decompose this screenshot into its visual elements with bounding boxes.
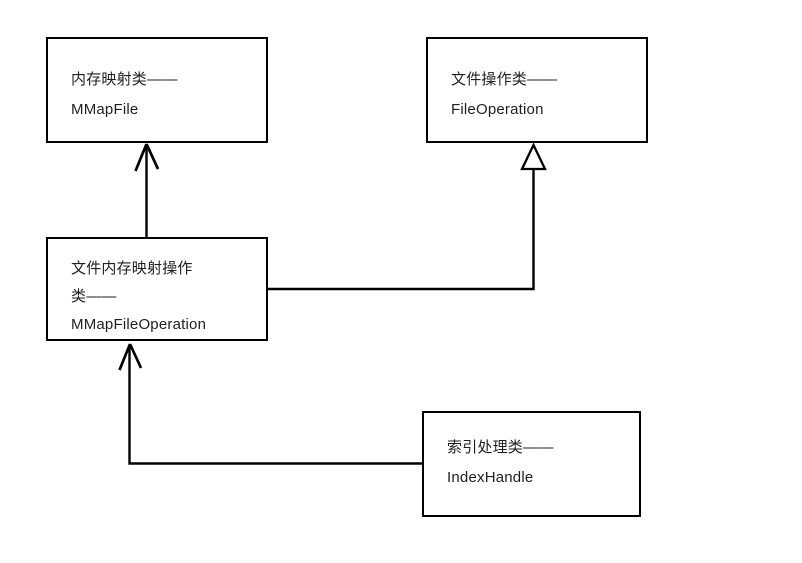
class-node-label-cn: 索引处理类——: [447, 439, 554, 456]
edge-line: [128, 347, 422, 465]
class-node-label-cn: 文件内存映射操作: [71, 260, 193, 277]
class-node-label-en: MMapFileOperation: [71, 316, 207, 333]
edge-indexhandle-to-mmapfileoperation: [118, 343, 422, 465]
class-node-label-en: IndexHandle: [447, 469, 534, 486]
arrowhead-open: [118, 343, 143, 371]
class-node-fileoperation: 文件操作类—— FileOperation: [426, 37, 648, 143]
class-node-label-en: FileOperation: [451, 101, 544, 118]
class-node-label-en: MMapFile: [71, 101, 139, 118]
class-node-label-cn: 文件操作类——: [451, 71, 558, 88]
class-node-indexhandle: 索引处理类—— IndexHandle: [422, 411, 641, 517]
edge-mmapfileoperation-to-fileoperation: [268, 142, 547, 291]
class-node-mmapfileoperation: 文件内存映射操作 类—— MMapFileOperation: [46, 237, 268, 341]
arrowhead-open: [134, 143, 160, 172]
class-node-mmapfile: 内存映射类—— MMapFile: [46, 37, 268, 143]
arrowhead-hollow-triangle: [520, 142, 547, 171]
edge-line: [268, 169, 535, 291]
edge-mmapfileoperation-to-mmapfile: [134, 143, 160, 237]
class-node-label-cn-cont: 类——: [71, 288, 117, 305]
class-node-label-cn: 内存映射类——: [71, 71, 178, 88]
